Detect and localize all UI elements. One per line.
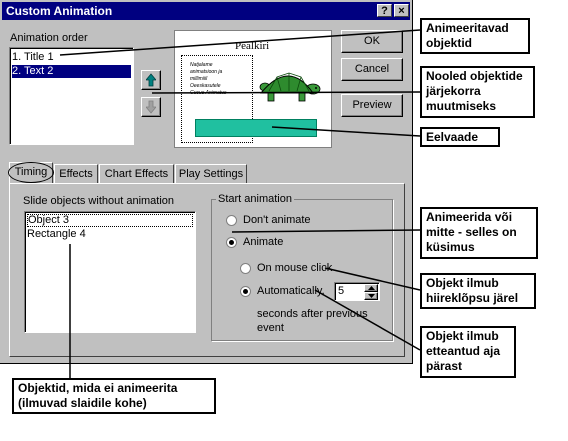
dialog-title: Custom Animation	[2, 2, 410, 20]
arrow-down-icon	[145, 100, 157, 114]
order-item-title[interactable]: 1. Title 1	[12, 51, 54, 63]
timing-panel: Slide objects without animation Object 3…	[9, 183, 405, 357]
tab-timing[interactable]: Timing	[8, 162, 54, 184]
callout-line: objektid	[426, 36, 473, 50]
callout-after-time: Objekt ilmub etteantud aja pärast	[420, 326, 516, 378]
seconds-text-2: event	[257, 322, 284, 334]
timing-highlight-ellipse	[8, 162, 54, 183]
callout-line: Objektid, mida ei animeerita	[18, 381, 178, 395]
callout-line: Animeeritavad	[426, 21, 509, 35]
seconds-value[interactable]: 5	[338, 285, 345, 297]
animation-order-label: Animation order	[10, 32, 88, 44]
ok-button[interactable]: OK	[341, 30, 403, 53]
callout-line: järjekorra	[426, 84, 481, 98]
automatically-radio[interactable]	[240, 286, 251, 297]
callout-line: mitte - selles on	[426, 225, 517, 239]
animate-label: Animate	[243, 236, 284, 248]
slide-text-line: Natjalame	[190, 62, 213, 68]
dont-animate-label: Don't animate	[243, 214, 311, 226]
spin-down-icon	[368, 294, 375, 298]
arrow-up-icon	[145, 73, 157, 87]
line-animated-objects	[59, 29, 421, 56]
slide-object-item[interactable]: Rectangle 4	[27, 228, 86, 240]
spin-up-icon	[368, 286, 375, 290]
callout-order-arrows: Nooled objektide järjekorra muutmiseks	[420, 66, 535, 118]
animate-radio[interactable]	[226, 237, 237, 248]
callout-animated-objects: Animeeritavad objektid	[420, 18, 530, 54]
callout-line: muutmiseks	[426, 99, 497, 113]
tab-chart-effects[interactable]: Chart Effects	[99, 164, 174, 184]
on-mouse-click-label: On mouse click	[257, 262, 333, 274]
callout-on-click: Objekt ilmub hiireklõpsu järel	[420, 273, 536, 309]
start-animation-group	[211, 199, 393, 341]
start-animation-label: Start animation	[216, 193, 294, 205]
close-button[interactable]: ×	[394, 4, 409, 17]
tab-effects[interactable]: Effects	[54, 164, 98, 184]
move-down-button[interactable]	[141, 97, 161, 117]
callout-line: (ilmuvad slaidile kohe)	[18, 396, 147, 410]
line-animate	[231, 229, 421, 233]
callout-animate-or-not: Animeerida või mitte - selles on küsimus	[420, 207, 538, 259]
on-mouse-click-radio[interactable]	[240, 263, 251, 274]
preview-button[interactable]: Preview	[341, 94, 403, 117]
move-up-button[interactable]	[141, 70, 161, 90]
line-automatic	[314, 289, 421, 351]
slide-object-item[interactable]: Object 3	[27, 214, 193, 227]
spin-up-button[interactable]	[364, 284, 378, 292]
order-item-text[interactable]: 2. Text 2	[12, 65, 131, 78]
callout-not-animated: Objektid, mida ei animeerita (ilmuvad sl…	[12, 378, 216, 414]
callout-line: Eelvaade	[426, 130, 479, 144]
callout-line: Animeerida või	[426, 210, 513, 224]
callout-line: Nooled objektide	[426, 69, 523, 83]
slide-text-line: animatsioon ja	[190, 69, 223, 75]
cancel-button[interactable]: Cancel	[341, 58, 403, 81]
callout-line: Objekt ilmub	[426, 276, 499, 290]
line-order-arrows	[151, 91, 421, 94]
callout-line: hiireklõpsu järel	[426, 291, 519, 305]
callout-line: Objekt ilmub	[426, 329, 499, 343]
help-button[interactable]: ?	[377, 4, 392, 17]
callout-line: küsimus	[426, 240, 475, 254]
callout-line: pärast	[426, 359, 463, 373]
custom-animation-dialog: Custom Animation ? × Animation order 1. …	[0, 0, 413, 364]
preview-rectangle	[195, 119, 317, 137]
spin-down-button[interactable]	[364, 292, 378, 300]
animation-order-list[interactable]: 1. Title 1 2. Text 2	[9, 47, 134, 145]
slide-text-line: millimiiil	[190, 76, 208, 82]
automatically-label: Automatically,	[257, 285, 325, 297]
slide-text-line: Oeeskasutele	[190, 83, 221, 89]
slide-objects-list[interactable]: Object 3 Rectangle 4	[24, 211, 196, 333]
callout-preview: Eelvaade	[420, 127, 500, 147]
line-preview	[271, 126, 421, 137]
tab-play-settings[interactable]: Play Settings	[175, 164, 247, 184]
line-on-click	[324, 267, 421, 291]
callout-line: etteantud aja	[426, 344, 501, 358]
slide-objects-label: Slide objects without animation	[23, 195, 175, 207]
seconds-spinner[interactable]: 5	[334, 282, 380, 301]
seconds-text-1: seconds after previous	[257, 308, 368, 320]
dont-animate-radio[interactable]	[226, 215, 237, 226]
